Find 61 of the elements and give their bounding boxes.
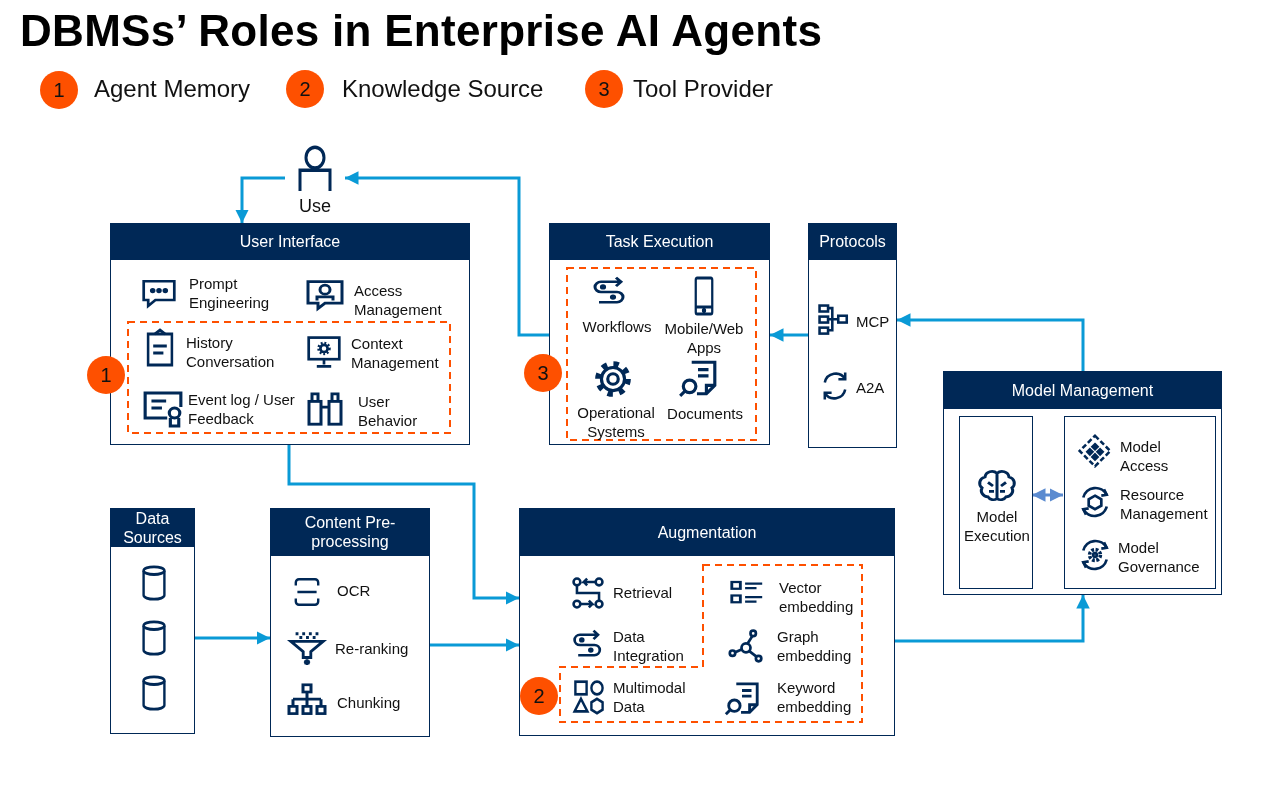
arrow xyxy=(195,631,270,645)
item-label: Re-ranking xyxy=(335,639,410,658)
item-label: History Conversation xyxy=(186,333,276,371)
panel xyxy=(270,508,430,737)
panel xyxy=(549,223,770,445)
item-label: Workflows xyxy=(581,317,653,336)
item-label: Operational Systems xyxy=(576,403,656,441)
inner-box xyxy=(959,416,1033,589)
inner-box xyxy=(1064,416,1216,589)
panel-header: Model Management xyxy=(943,371,1222,409)
item-label: OCR xyxy=(337,581,372,600)
arrow xyxy=(897,313,1085,371)
arrow xyxy=(770,328,808,342)
arrow xyxy=(345,171,549,337)
arrow xyxy=(895,595,1090,643)
panel xyxy=(110,223,470,445)
panel xyxy=(943,371,1222,595)
item-label: Prompt Engineering xyxy=(189,274,271,312)
item-label: Retrieval xyxy=(613,583,674,602)
item-label: Chunking xyxy=(337,693,402,712)
item-label: Keyword embedding xyxy=(777,678,853,716)
item-label: Model Access xyxy=(1120,437,1170,475)
panel-header: Protocols xyxy=(808,223,897,260)
diagram-title: DBMSs’ Roles in Enterprise AI Agents xyxy=(20,6,823,56)
item-label: A2A xyxy=(856,378,886,397)
number-badge: 3 xyxy=(585,70,623,108)
panel-header: User Interface xyxy=(110,223,470,260)
item-label: Mobile/Web Apps xyxy=(663,319,745,357)
badge-caption: Tool Provider xyxy=(633,75,774,103)
arrow xyxy=(235,176,285,223)
item-label: Multimodal Data xyxy=(613,678,687,716)
person-label: Use xyxy=(298,195,332,217)
panel-header: Task Execution xyxy=(549,223,770,260)
number-badge: 2 xyxy=(286,70,324,108)
item-label: Model Execution xyxy=(963,507,1031,545)
badge-caption: Agent Memory xyxy=(94,75,251,103)
number-badge: 1 xyxy=(40,71,78,109)
item-label: Graph embedding xyxy=(777,627,853,665)
panel xyxy=(110,508,195,734)
item-label: Context Management xyxy=(351,334,440,372)
panel xyxy=(808,223,897,448)
arrow xyxy=(287,445,519,605)
item-label: Data Integration xyxy=(613,627,685,665)
panel xyxy=(519,508,895,736)
panel-header: Content Pre-processing xyxy=(270,508,430,556)
item-label: Resource Management xyxy=(1120,485,1209,523)
number-badge: 1 xyxy=(87,356,125,394)
item-label: Event log / User Feedback xyxy=(188,390,296,428)
arrow xyxy=(1032,488,1063,502)
number-badge: 3 xyxy=(524,354,562,392)
item-label: MCP xyxy=(856,312,891,331)
arrow xyxy=(430,638,519,652)
panel-header: Data Sources xyxy=(110,508,195,547)
item-label: Vector embedding xyxy=(779,578,855,616)
item-label: Access Management xyxy=(354,281,443,319)
item-label: Documents xyxy=(666,404,744,423)
number-badge: 2 xyxy=(520,677,558,715)
item-label: User Behavior xyxy=(358,392,419,430)
panel-header: Augmentation xyxy=(519,508,895,556)
badge-caption: Knowledge Source xyxy=(342,75,544,103)
item-label: Model Governance xyxy=(1118,538,1201,576)
